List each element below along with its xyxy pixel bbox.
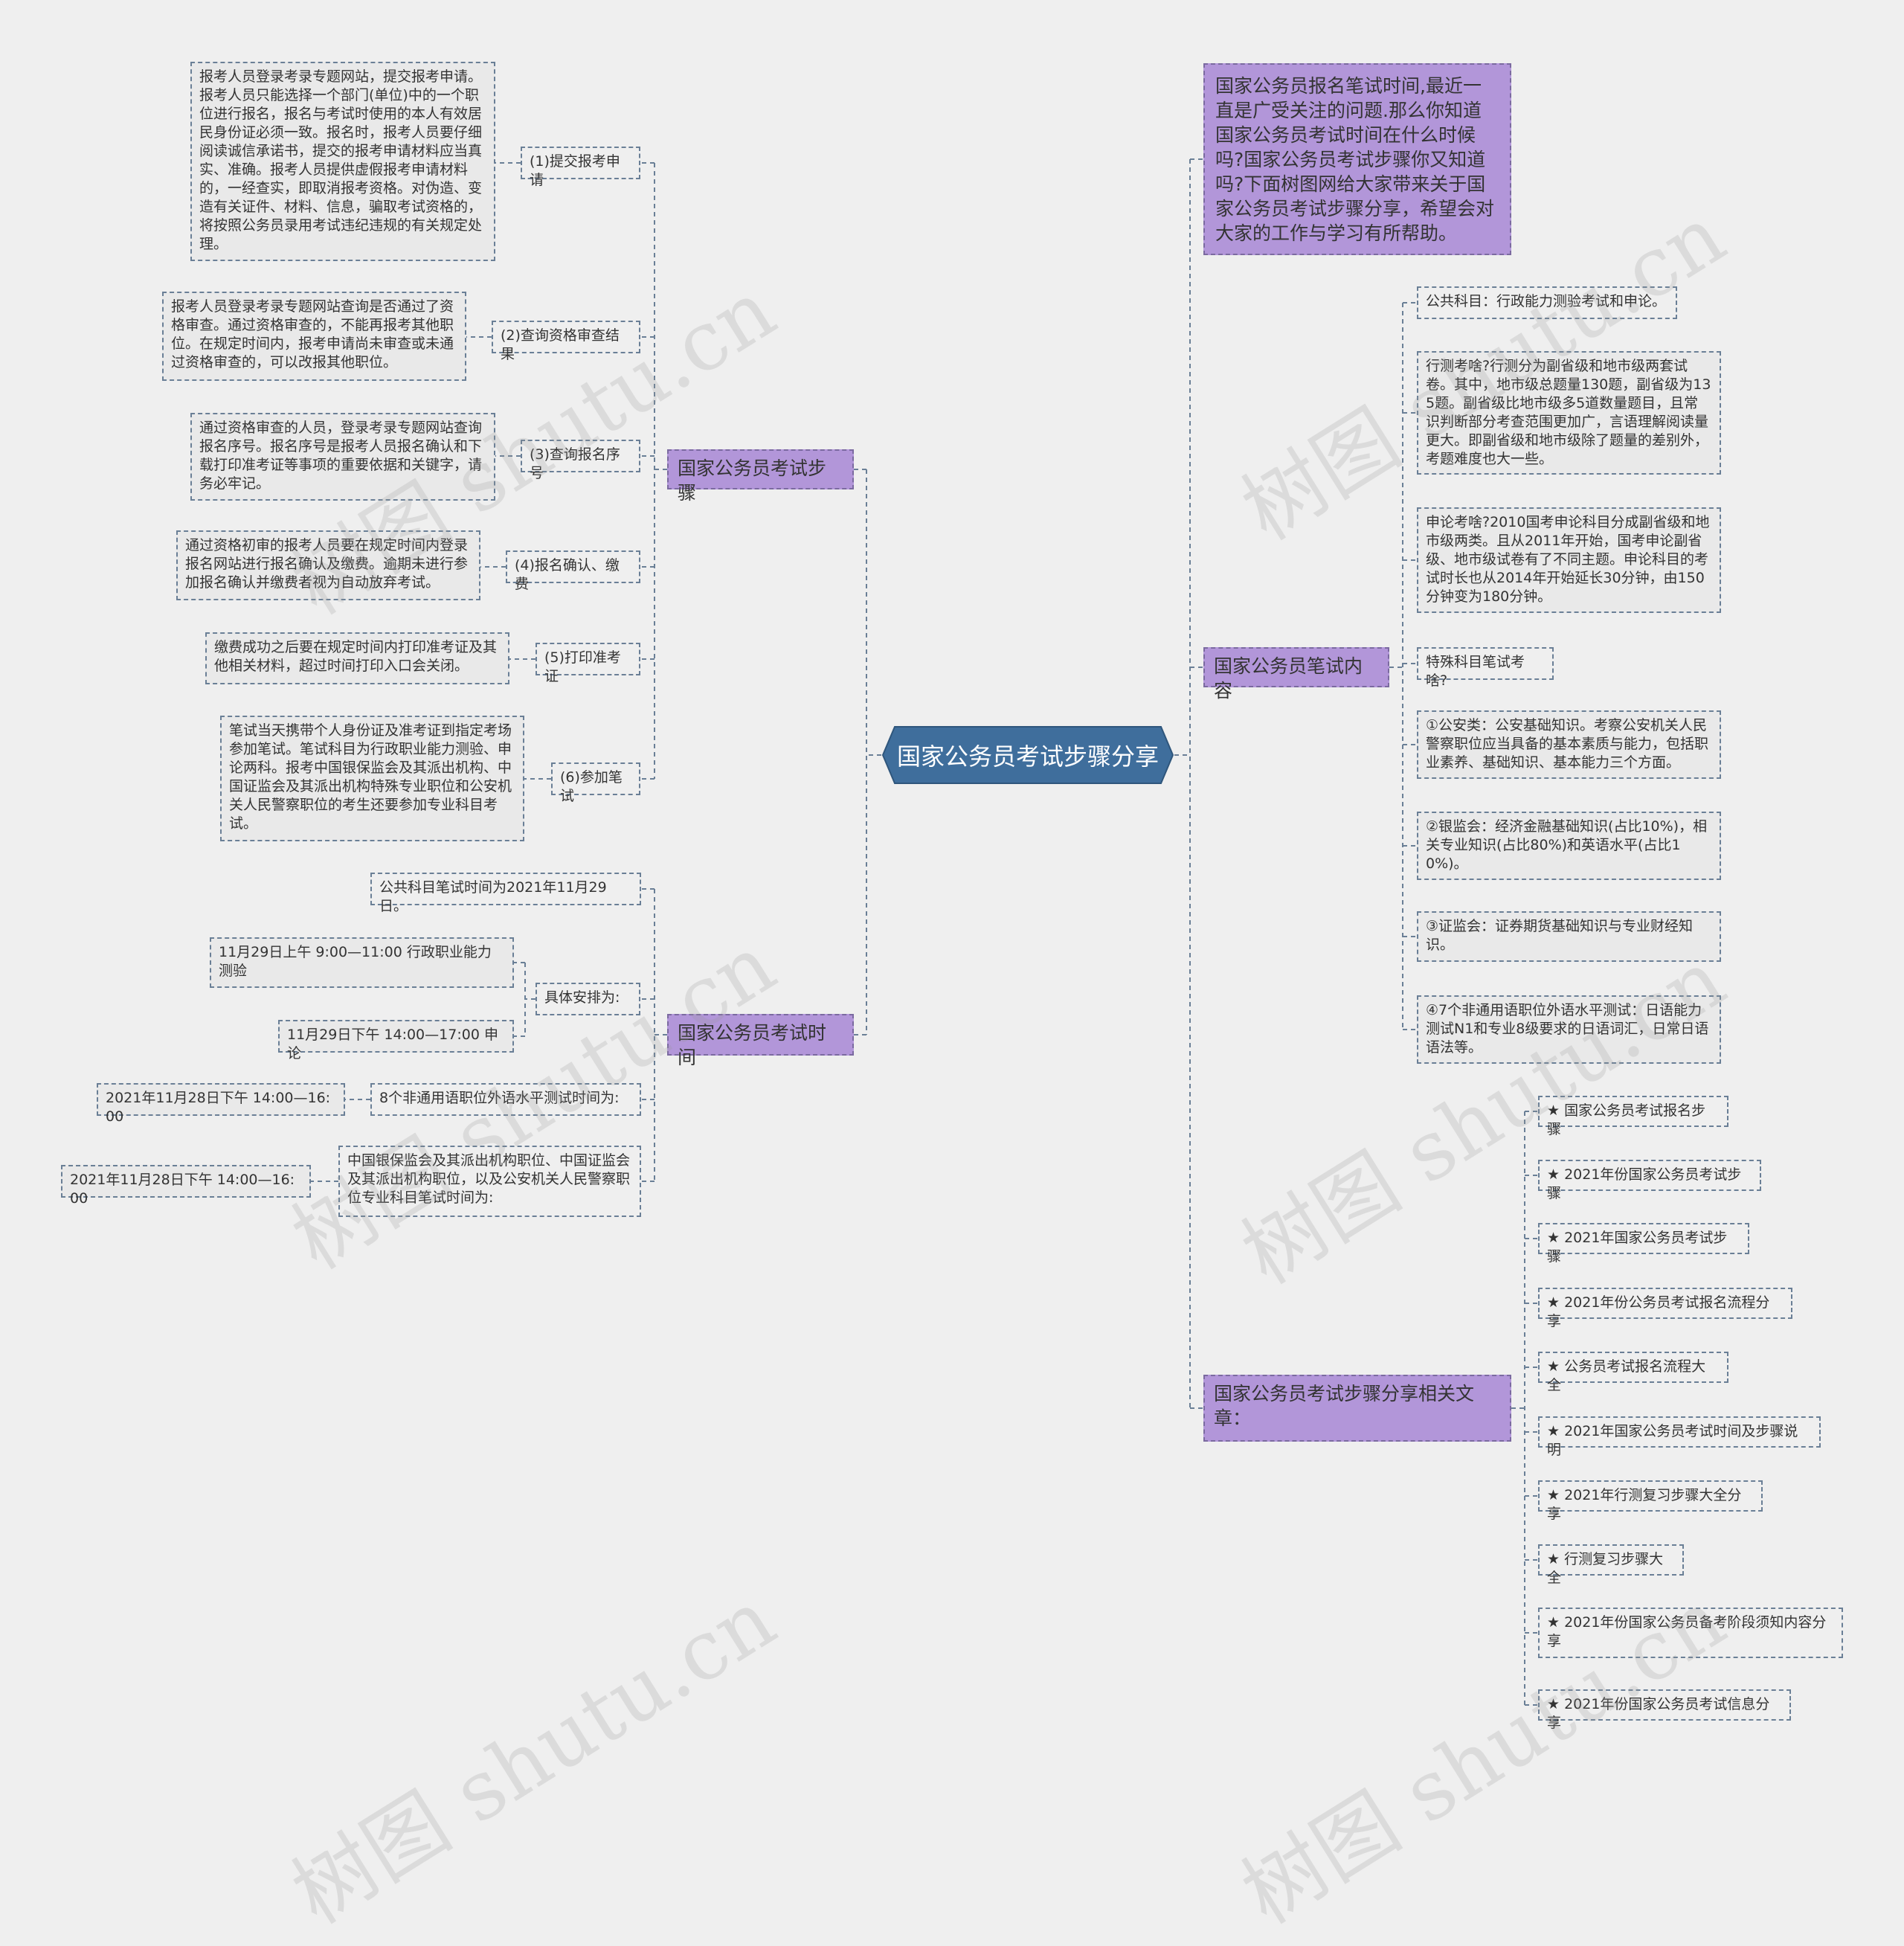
branch-exam-content[interactable]: 国家公务员笔试内容 [1203, 647, 1389, 701]
connector-lines [311, 158, 1538, 1706]
step-1-detail[interactable]: 报考人员登录考录专题网站，提交报考申请。报考人员只能选择一个部门(单位)中的一个… [190, 62, 495, 261]
step-4-detail[interactable]: 通过资格初审的报考人员要在规定时间内登录报名网站进行报名确认及缴费。逾期未进行参… [176, 530, 480, 600]
time-language-label[interactable]: 8个非通用语职位外语水平测试时间为: [370, 1083, 641, 1116]
content-special-question[interactable]: 特殊科目笔试考啥? [1417, 647, 1554, 689]
branch-related-articles[interactable]: 国家公务员考试步骤分享相关文章： [1203, 1375, 1511, 1442]
related-link-9[interactable]: ★ 2021年份国家公务员备考阶段须知内容分享 [1538, 1608, 1843, 1658]
step-2-detail[interactable]: 报考人员登录考录专题网站查询是否通过了资格审查。通过资格审查的，不能再报考其他职… [162, 292, 466, 381]
step-4-label[interactable]: (4)报名确认、缴费 [506, 550, 640, 592]
step-6-label[interactable]: (6)参加笔试 [551, 762, 640, 804]
related-link-10[interactable]: ★ 2021年份国家公务员考试信息分享 [1538, 1689, 1791, 1731]
content-xingce[interactable]: 行测考啥?行测分为副省级和地市级两套试卷。其中，地市级总题量130题，副省级为1… [1417, 351, 1721, 475]
time-language-time[interactable]: 2021年11月28日下午 14:00—16:00 [97, 1083, 345, 1125]
intro-node[interactable]: 国家公务员报名笔试时间,最近一直是广受关注的问题.那么你知道国家公务员考试时间在… [1203, 63, 1511, 255]
root-shape [881, 726, 1174, 784]
time-schedule-label[interactable]: 具体安排为: [536, 983, 640, 1015]
branch-exam-steps[interactable]: 国家公务员考试步骤 [667, 449, 854, 504]
step-5-detail[interactable]: 缴费成功之后要在规定时间内打印准考证及其他相关材料，超过时间打印入口会关闭。 [205, 632, 509, 684]
related-link-3[interactable]: ★ 2021年国家公务员考试步骤 [1538, 1223, 1749, 1265]
content-foreign-lang[interactable]: ④7个非通用语职位外语水平测试：日语能力测试N1和专业8级要求的日语词汇，日常日… [1417, 995, 1721, 1064]
step-3-label[interactable]: (3)查询报名序号 [521, 440, 640, 481]
content-csrc[interactable]: ③证监会：证券期货基础知识与专业财经知识。 [1417, 911, 1721, 962]
time-schedule-afternoon[interactable]: 11月29日下午 14:00—17:00 申论 [278, 1020, 514, 1062]
step-1-label[interactable]: (1)提交报考申请 [521, 147, 640, 188]
related-link-7[interactable]: ★ 2021年行测复习步骤大全分享 [1538, 1480, 1763, 1522]
time-special-label[interactable]: 中国银保监会及其派出机构职位、中国证监会及其派出机构职位，以及公安机关人民警察职… [338, 1146, 641, 1217]
content-cbirc[interactable]: ②银监会：经济金融基础知识(占比10%)，相关专业知识(占比80%)和英语水平(… [1417, 812, 1721, 880]
content-public-subjects[interactable]: 公共科目：行政能力测验考试和申论。 [1417, 286, 1677, 319]
time-schedule-morning[interactable]: 11月29日上午 9:00—11:00 行政职业能力测验 [210, 937, 514, 988]
related-link-5[interactable]: ★ 公务员考试报名流程大全 [1538, 1352, 1728, 1393]
step-6-detail[interactable]: 笔试当天携带个人身份证及准考证到指定考场参加笔试。笔试科目为行政职业能力测验、申… [220, 716, 524, 841]
content-shenlun[interactable]: 申论考啥?2010国考申论科目分成副省级和地市级两类。且从2011年开始，国考申… [1417, 507, 1721, 613]
related-link-1[interactable]: ★ 国家公务员考试报名步骤 [1538, 1096, 1728, 1137]
time-public-subjects[interactable]: 公共科目笔试时间为2021年11月29日。 [370, 873, 641, 914]
step-5-label[interactable]: (5)打印准考证 [536, 643, 640, 684]
related-link-8[interactable]: ★ 行测复习步骤大全 [1538, 1544, 1684, 1586]
related-link-6[interactable]: ★ 2021年国家公务员考试时间及步骤说明 [1538, 1416, 1821, 1458]
related-link-2[interactable]: ★ 2021年份国家公务员考试步骤 [1538, 1160, 1761, 1201]
root-topic[interactable]: 国家公务员考试步骤分享 [881, 725, 1174, 785]
content-police[interactable]: ①公安类：公安基础知识。考察公安机关人民警察职位应当具备的基本素质与能力，包括职… [1417, 710, 1721, 779]
branch-exam-time[interactable]: 国家公务员考试时间 [667, 1014, 854, 1068]
root-label: 国家公务员考试步骤分享 [896, 742, 1159, 771]
related-link-4[interactable]: ★ 2021年份公务员考试报名流程分享 [1538, 1288, 1792, 1329]
time-special-time[interactable]: 2021年11月28日下午 14:00—16:00 [61, 1165, 311, 1207]
step-2-label[interactable]: (2)查询资格审查结果 [492, 321, 640, 362]
step-3-detail[interactable]: 通过资格审查的人员，登录考录专题网站查询报名序号。报名序号是报考人员报名确认和下… [190, 413, 495, 501]
